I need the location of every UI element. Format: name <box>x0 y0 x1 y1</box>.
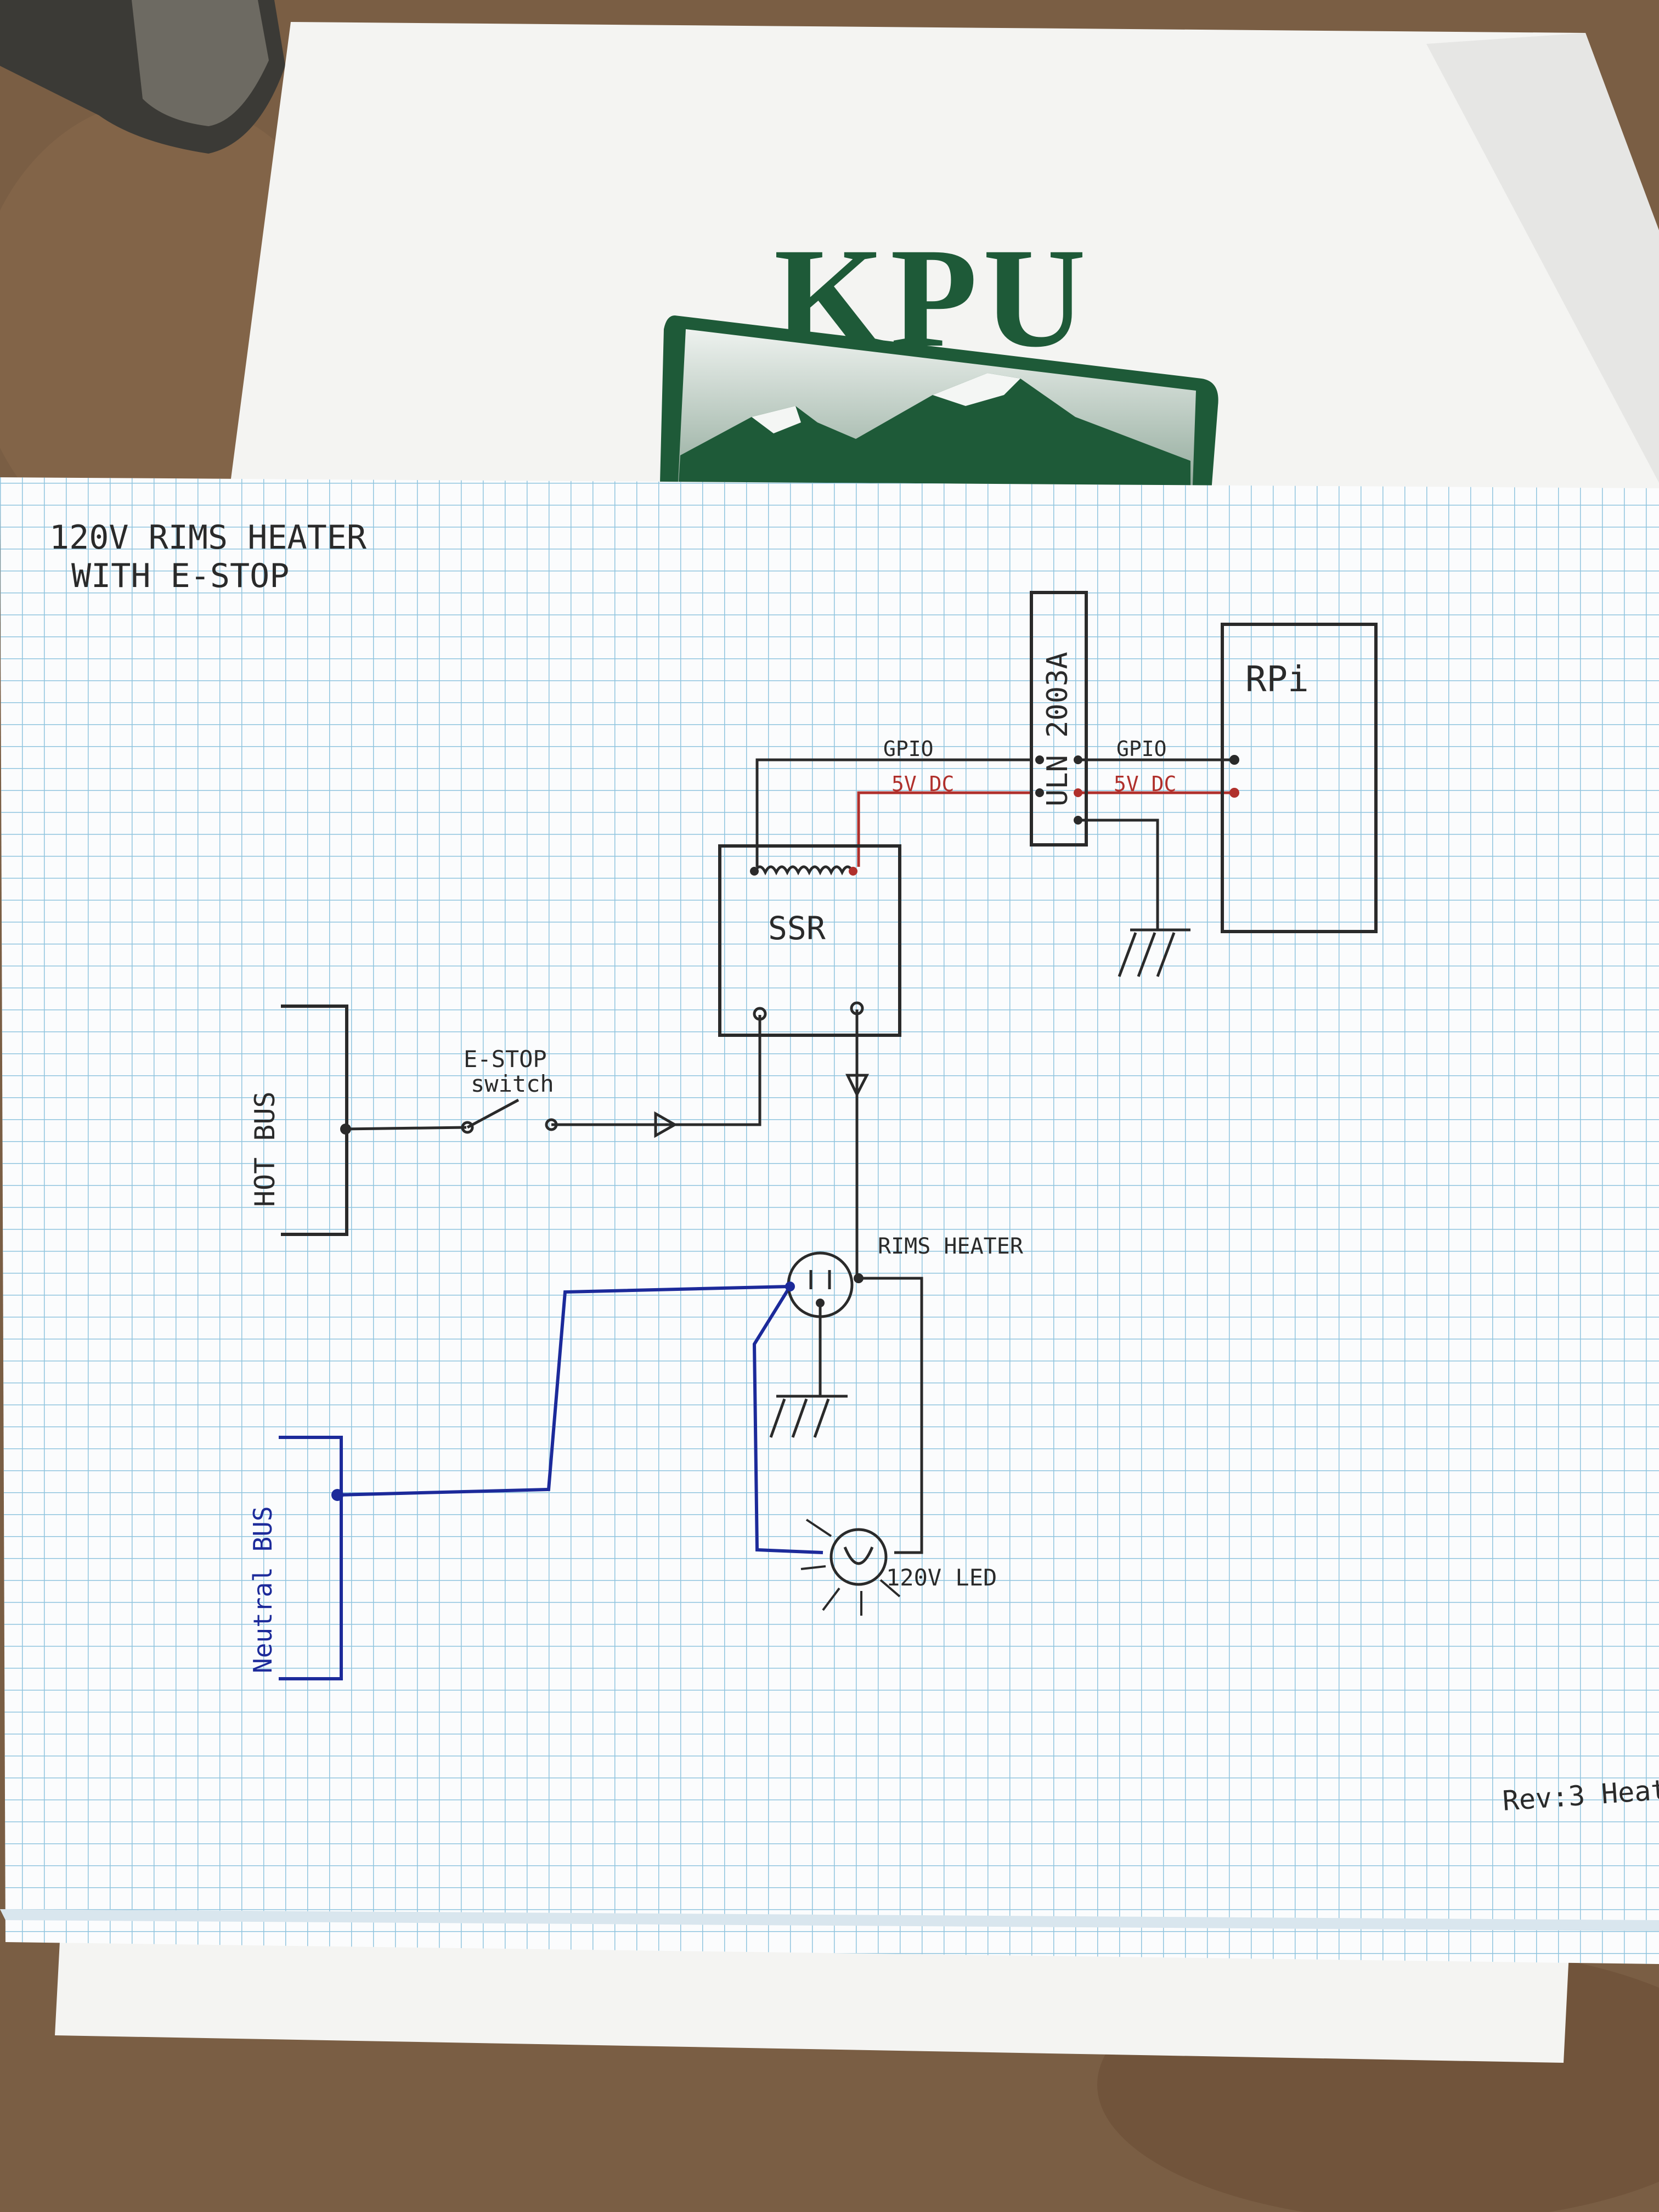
diagram-title: 120V RIMS HEATER WITH E-STOP <box>49 518 367 595</box>
hot-flow-arrow <box>654 1111 678 1138</box>
neutral-wiring <box>337 1285 823 1554</box>
neutral-bus: Neutral BUS <box>248 1436 343 1680</box>
ssr-label: SSR <box>768 910 826 947</box>
control-wiring <box>345 758 1234 1554</box>
gpio-left-label: GPIO <box>883 737 934 761</box>
title-line-2: WITH E-STOP <box>71 557 289 595</box>
hot-bus: HOT BUS <box>249 1005 351 1236</box>
ssr-coil <box>753 865 855 876</box>
title-line-1: 120V RIMS HEATER <box>49 518 367 557</box>
rpi-board: RPi <box>1221 623 1378 933</box>
estop-label-2: switch <box>471 1070 554 1097</box>
neutral-bus-label: Neutral BUS <box>248 1506 278 1673</box>
gpio-right-label: GPIO <box>1116 737 1167 761</box>
hot-bus-label: HOT BUS <box>249 1091 281 1207</box>
estop-switch: E-STOP switch <box>461 1046 558 1134</box>
led-indicator: 120V LED <box>800 1519 997 1616</box>
rpi-label: RPi <box>1245 659 1309 700</box>
led-label: 120V LED <box>886 1564 997 1591</box>
uln-label: ULN 2003A <box>1041 652 1074 806</box>
sunglasses-object <box>0 0 285 154</box>
rpi-5v-pin <box>1229 788 1239 798</box>
rpi-gpio-pin <box>1229 755 1239 765</box>
5vdc-right-label: 5V DC <box>1114 772 1176 796</box>
estop-label-1: E-STOP <box>464 1046 547 1073</box>
rims-heater-outlet: RIMS HEATER <box>785 1234 1024 1318</box>
heater-label: RIMS HEATER <box>878 1234 1024 1259</box>
uln2003a-driver: ULN 2003A <box>1030 591 1088 847</box>
ssr-relay: SSR <box>718 844 901 1037</box>
ssr-output-arrow <box>845 1074 870 1098</box>
graph-paper-sheet <box>0 477 1659 1964</box>
5vdc-left-label: 5V DC <box>891 772 954 796</box>
5vdc-wiring <box>857 791 1234 867</box>
